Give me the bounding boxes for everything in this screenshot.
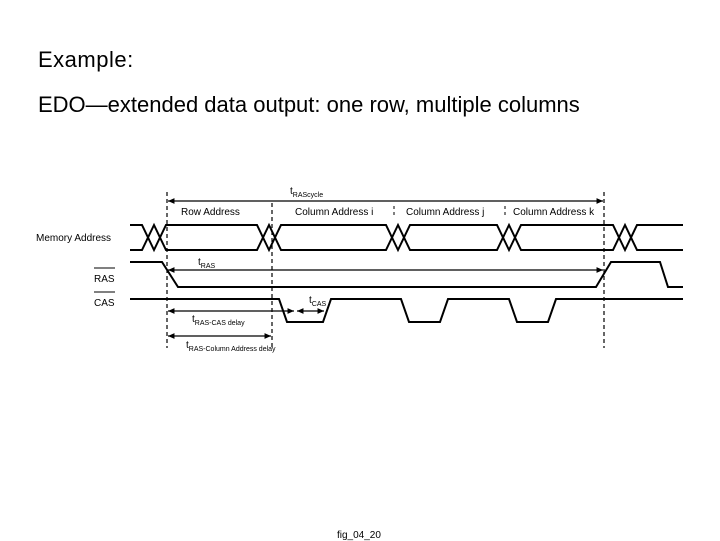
column-address-j-label: Column Address j [406, 207, 484, 218]
column-address-i-label: Column Address i [295, 207, 373, 218]
address-separators [393, 206, 506, 218]
timing-reference-lines [166, 192, 605, 348]
cas-label: CAS [94, 298, 115, 309]
figure-label: fig_04_20 [337, 530, 381, 541]
ras-waveform [130, 261, 683, 288]
ras-label: RAS [94, 274, 115, 285]
row-address-label: Row Address [181, 207, 240, 218]
memory-address-waveform [130, 222, 683, 253]
column-address-k-label: Column Address k [513, 207, 595, 218]
cas-waveform [130, 298, 683, 323]
slide-subtitle: EDO—extended data output: one row, multi… [38, 92, 580, 117]
slide-heading: Example: [38, 47, 134, 72]
ras-column-delay-label: tRAS-Column Address delay [186, 340, 276, 353]
memory-address-label: Memory Address [36, 233, 111, 244]
ras-cas-delay-label: tRAS-CAS delay [192, 314, 245, 327]
cas-timing-label: tCAS [309, 295, 327, 308]
ras-cycle-timing-label: tRAScycle [290, 186, 323, 199]
ras-timing-label: tRAS [198, 257, 216, 270]
